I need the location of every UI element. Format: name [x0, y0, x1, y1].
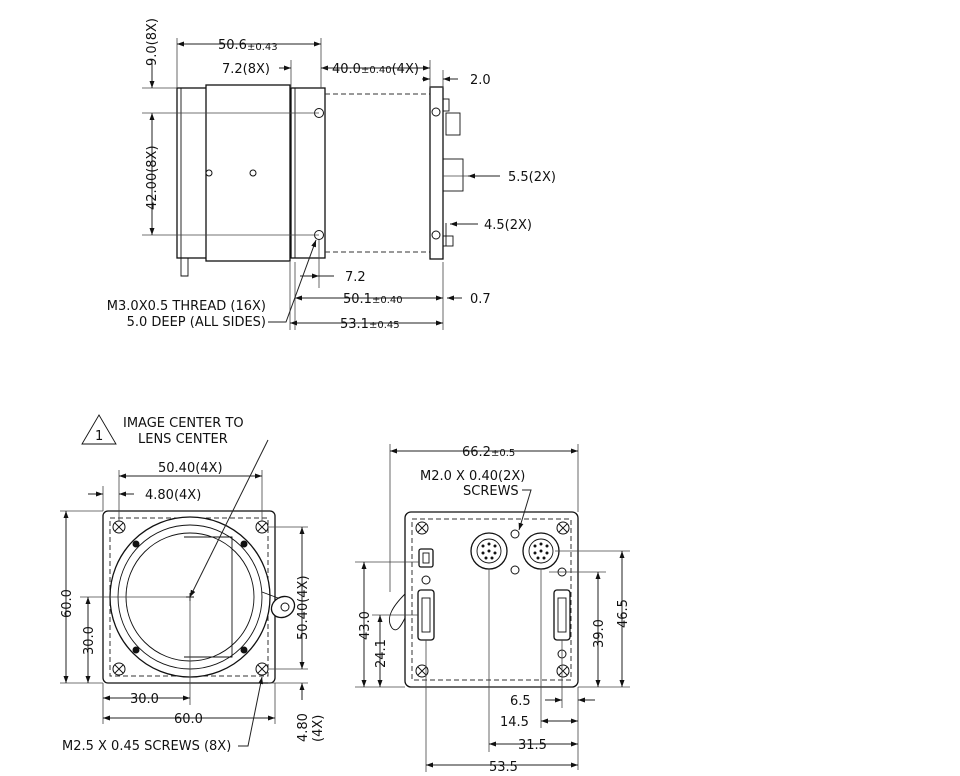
dim-53-1: 53.1: [340, 317, 369, 332]
dim-4-80-right: 4.80: [296, 713, 311, 742]
side-lens-mount: [176, 87, 208, 259]
dim-50-40-4x-right: 50.40(4X): [296, 575, 311, 640]
side-front-housing: [205, 84, 291, 262]
dim-2-0: 2.0: [470, 73, 491, 88]
dim-40-tol: ±0.40: [361, 65, 392, 76]
dim-42-8x: 42.00(8X): [145, 145, 160, 210]
side-view: 50.6±0.43 7.2(8X) 40.0±0.40(4X) 2.0 9.0(…: [107, 18, 556, 332]
dim-7-2-8x: 7.2(8X): [222, 62, 270, 77]
dim-31-5: 31.5: [518, 738, 547, 753]
svg-text:50.1±0.40: 50.1±0.40: [343, 292, 403, 307]
note-number: 1: [95, 429, 103, 444]
dim-5-5-2x: 5.5(2X): [508, 170, 556, 185]
dim-50-1-tol: ±0.40: [372, 295, 403, 306]
thread-note-line1: M3.0X0.5 THREAD (16X): [107, 299, 266, 314]
thread-note-line2: 5.0 DEEP (ALL SIDES): [127, 315, 266, 330]
rear-screw-note-line1: M2.0 X 0.40(2X): [420, 469, 525, 484]
svg-text:53.1±0.45: 53.1±0.45: [340, 317, 400, 332]
dim-40-0: 40.0: [332, 62, 361, 77]
rear-view: 66.2±0.5 M2.0 X 0.40(2X) SCREWS 43.0 24.…: [355, 444, 631, 775]
dim-7-2: 7.2: [345, 270, 366, 285]
dim-60-0-left: 60.0: [60, 589, 75, 618]
dim-9-0-8x: 9.0(8X): [145, 18, 160, 66]
dim-14-5: 14.5: [500, 715, 529, 730]
front-screw-note: M2.5 X 0.45 SCREWS (8X): [62, 739, 231, 754]
dim-50-6: 50.6: [218, 38, 247, 53]
svg-text:40.0±0.40(4X): 40.0±0.40(4X): [332, 62, 419, 77]
dim-4-5-2x: 4.5(2X): [484, 218, 532, 233]
dim-0-7: 0.7: [470, 292, 491, 307]
dim-24-1: 24.1: [374, 639, 389, 668]
side-connector: [442, 158, 464, 192]
dim-53-1-tol: ±0.45: [369, 320, 400, 331]
rear-right-connector: [553, 589, 571, 641]
rear-usb-port: [418, 548, 434, 568]
front-corner-screws: [112, 520, 269, 676]
rear-left-connector: [417, 589, 435, 641]
note-triangle-icon: [81, 414, 117, 445]
dim-4x-right: (4X): [311, 715, 326, 742]
dim-50-1: 50.1: [343, 292, 372, 307]
dim-50-40-4x-top: 50.40(4X): [158, 461, 223, 476]
dim-46-5: 46.5: [616, 599, 631, 628]
dim-43-0: 43.0: [358, 611, 373, 640]
dim-6-5: 6.5: [510, 694, 531, 709]
dim-30-0-bottom: 30.0: [130, 692, 159, 707]
dim-30-0-left: 30.0: [82, 626, 97, 655]
dim-66-2: 66.2: [462, 445, 491, 460]
dim-40-suffix: (4X): [392, 62, 419, 77]
svg-text:66.2±0.5: 66.2±0.5: [462, 445, 515, 460]
note-line1: IMAGE CENTER TO: [123, 416, 244, 431]
rear-screw-note-line2: SCREWS: [463, 484, 519, 499]
dim-53-5: 53.5: [489, 760, 518, 775]
note-line2: LENS CENTER: [138, 432, 228, 447]
svg-text:50.6±0.43: 50.6±0.43: [218, 38, 278, 53]
front-view: 1 IMAGE CENTER TO LENS CENTER 50.40(4X) …: [60, 414, 326, 754]
dim-66-2-tol: ±0.5: [491, 448, 515, 459]
dim-4-80-4x-top: 4.80(4X): [145, 488, 201, 503]
dim-60-0-bottom: 60.0: [174, 712, 203, 727]
dim-50-6-tol: ±0.43: [247, 42, 278, 53]
dim-39-0: 39.0: [592, 619, 607, 648]
